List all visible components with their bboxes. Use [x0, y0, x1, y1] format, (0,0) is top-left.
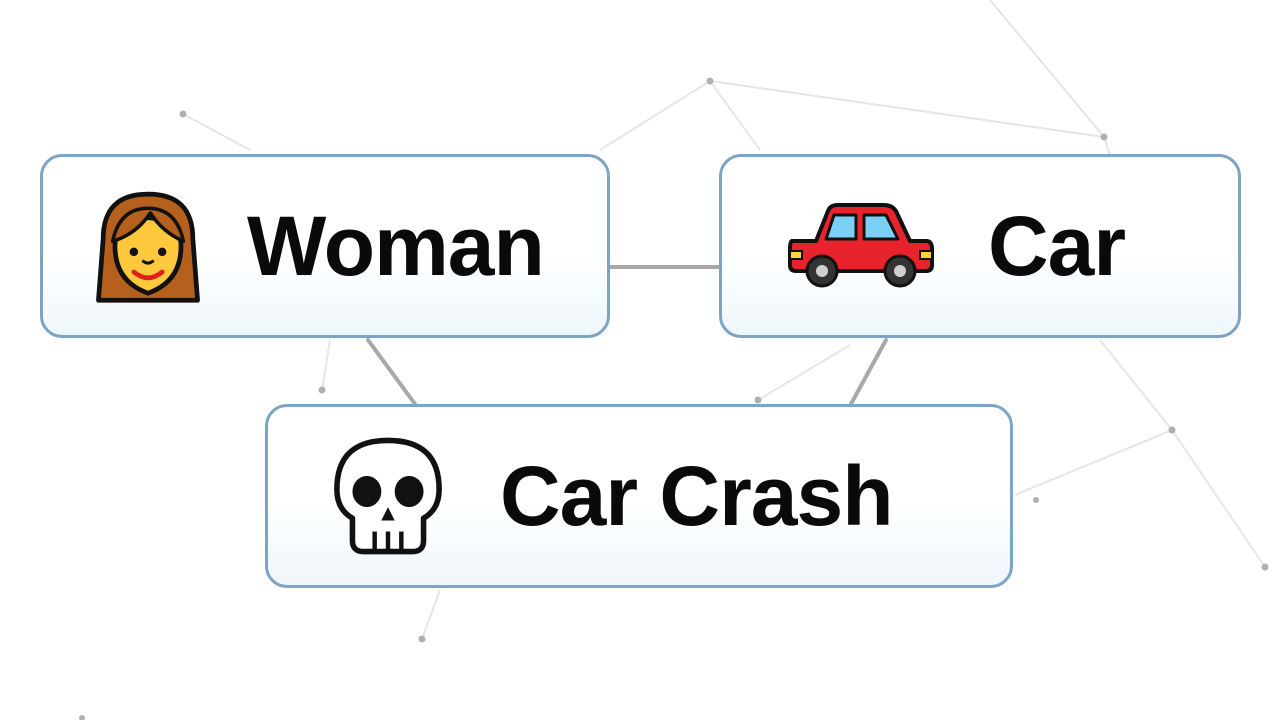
element-label-car-crash: Car Crash [500, 449, 894, 543]
skull-emoji-icon [334, 437, 442, 555]
network-node [179, 110, 187, 118]
network-node [79, 715, 85, 720]
network-node [754, 396, 762, 404]
connector-woman-result [366, 338, 417, 406]
connector-car-result [849, 338, 888, 406]
network-node [1261, 563, 1269, 571]
network-node [1168, 426, 1176, 434]
element-tile-woman[interactable]: Woman [40, 154, 610, 338]
red-car-emoji-icon [788, 203, 934, 288]
element-label-woman: Woman [247, 199, 545, 293]
network-node [318, 386, 326, 394]
network-node [1033, 497, 1039, 503]
network-node [706, 77, 714, 85]
element-label-car: Car [988, 199, 1126, 293]
network-node [1100, 133, 1108, 141]
element-tile-car-crash[interactable]: Car Crash [265, 404, 1013, 588]
network-node [418, 635, 426, 643]
woman-emoji-icon [96, 191, 200, 303]
element-tile-car[interactable]: Car [719, 154, 1241, 338]
